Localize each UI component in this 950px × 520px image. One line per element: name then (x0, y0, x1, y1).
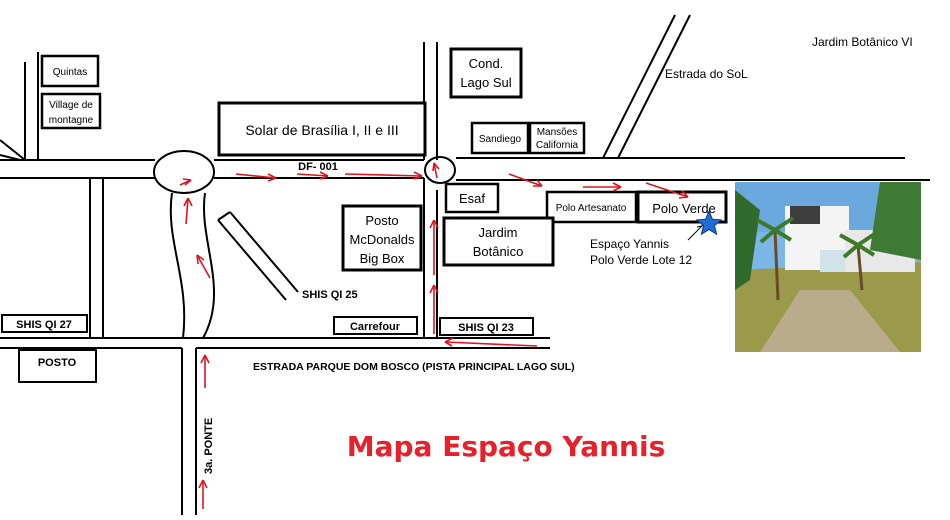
label-village-2: montagne (49, 115, 94, 126)
box-posto-mc (341, 204, 423, 272)
label-village-1: Village de (49, 100, 93, 111)
box-cond (449, 47, 523, 99)
box-shis27 (1, 314, 88, 333)
label-esaf: Esaf (459, 191, 485, 206)
label-mansoes-1: Mansões (537, 127, 578, 138)
label-polo-artesanato: Polo Artesanato (556, 203, 627, 214)
label-posto-mc-1: Posto (365, 213, 398, 228)
route-arrow (508, 173, 543, 187)
text-labels: Quintas Village de montagne Solar de Bra… (16, 35, 913, 474)
label-df001: DF- 001 (298, 161, 338, 173)
label-shis25: SHIS QI 25 (302, 289, 358, 301)
label-ponte: 3a. PONTE (203, 418, 215, 474)
label-jardim-1: Jardim (478, 225, 517, 240)
box-sandiego (470, 121, 530, 155)
box-shis23 (439, 317, 534, 336)
box-jardim (442, 216, 555, 267)
route-arrow (344, 173, 423, 177)
venue-star-marker (695, 209, 723, 236)
label-estrada-parque: ESTRADA PARQUE DOM BOSCO (PISTA PRINCIPA… (253, 361, 575, 373)
box-polo-artesanato (545, 190, 638, 224)
landmark-boxes (1, 47, 728, 383)
label-polo-verde: Polo Verde (652, 201, 716, 216)
label-cond-2: Lago Sul (460, 75, 511, 90)
label-solar: Solar de Brasília I, II e III (245, 122, 398, 138)
box-quintas (40, 54, 100, 88)
label-jardim-vi: Jardim Botânico VI (812, 35, 913, 49)
label-sandiego: Sandiego (479, 134, 522, 145)
route-arrow (296, 173, 329, 177)
roads (0, 14, 930, 515)
label-quintas: Quintas (53, 67, 87, 78)
box-esaf (444, 182, 500, 214)
route-arrow (444, 341, 538, 347)
label-shis27: SHIS QI 27 (16, 319, 72, 331)
label-carrefour: Carrefour (350, 321, 401, 333)
route-arrow (235, 173, 277, 179)
box-carrefour (333, 316, 418, 335)
box-mansoes (528, 121, 586, 155)
label-posto-mc-2: McDonalds (349, 232, 415, 247)
label-jardim-2: Botânico (473, 244, 524, 259)
route-arrow (433, 162, 438, 179)
box-village (40, 92, 102, 130)
route-arrow (185, 197, 189, 225)
label-yannis-2: Polo Verde Lote 12 (590, 253, 692, 267)
label-mansoes-2: California (536, 140, 579, 151)
map-title: Mapa Espaço Yannis (347, 430, 666, 463)
label-yannis-1: Espaço Yannis (590, 237, 669, 251)
label-cond-1: Cond. (469, 56, 504, 71)
route-arrows (179, 162, 689, 509)
label-shis23: SHIS QI 23 (458, 322, 514, 334)
box-posto (18, 349, 97, 383)
box-solar (217, 101, 427, 157)
route-arrow (645, 182, 689, 198)
label-posto-mc-3: Big Box (360, 251, 405, 266)
venue-photo (735, 182, 921, 352)
callout-pointer (687, 225, 704, 241)
label-estrada-sol: Estrada do SoL (665, 67, 748, 81)
route-arrow (196, 254, 211, 279)
label-posto: POSTO (38, 357, 77, 369)
